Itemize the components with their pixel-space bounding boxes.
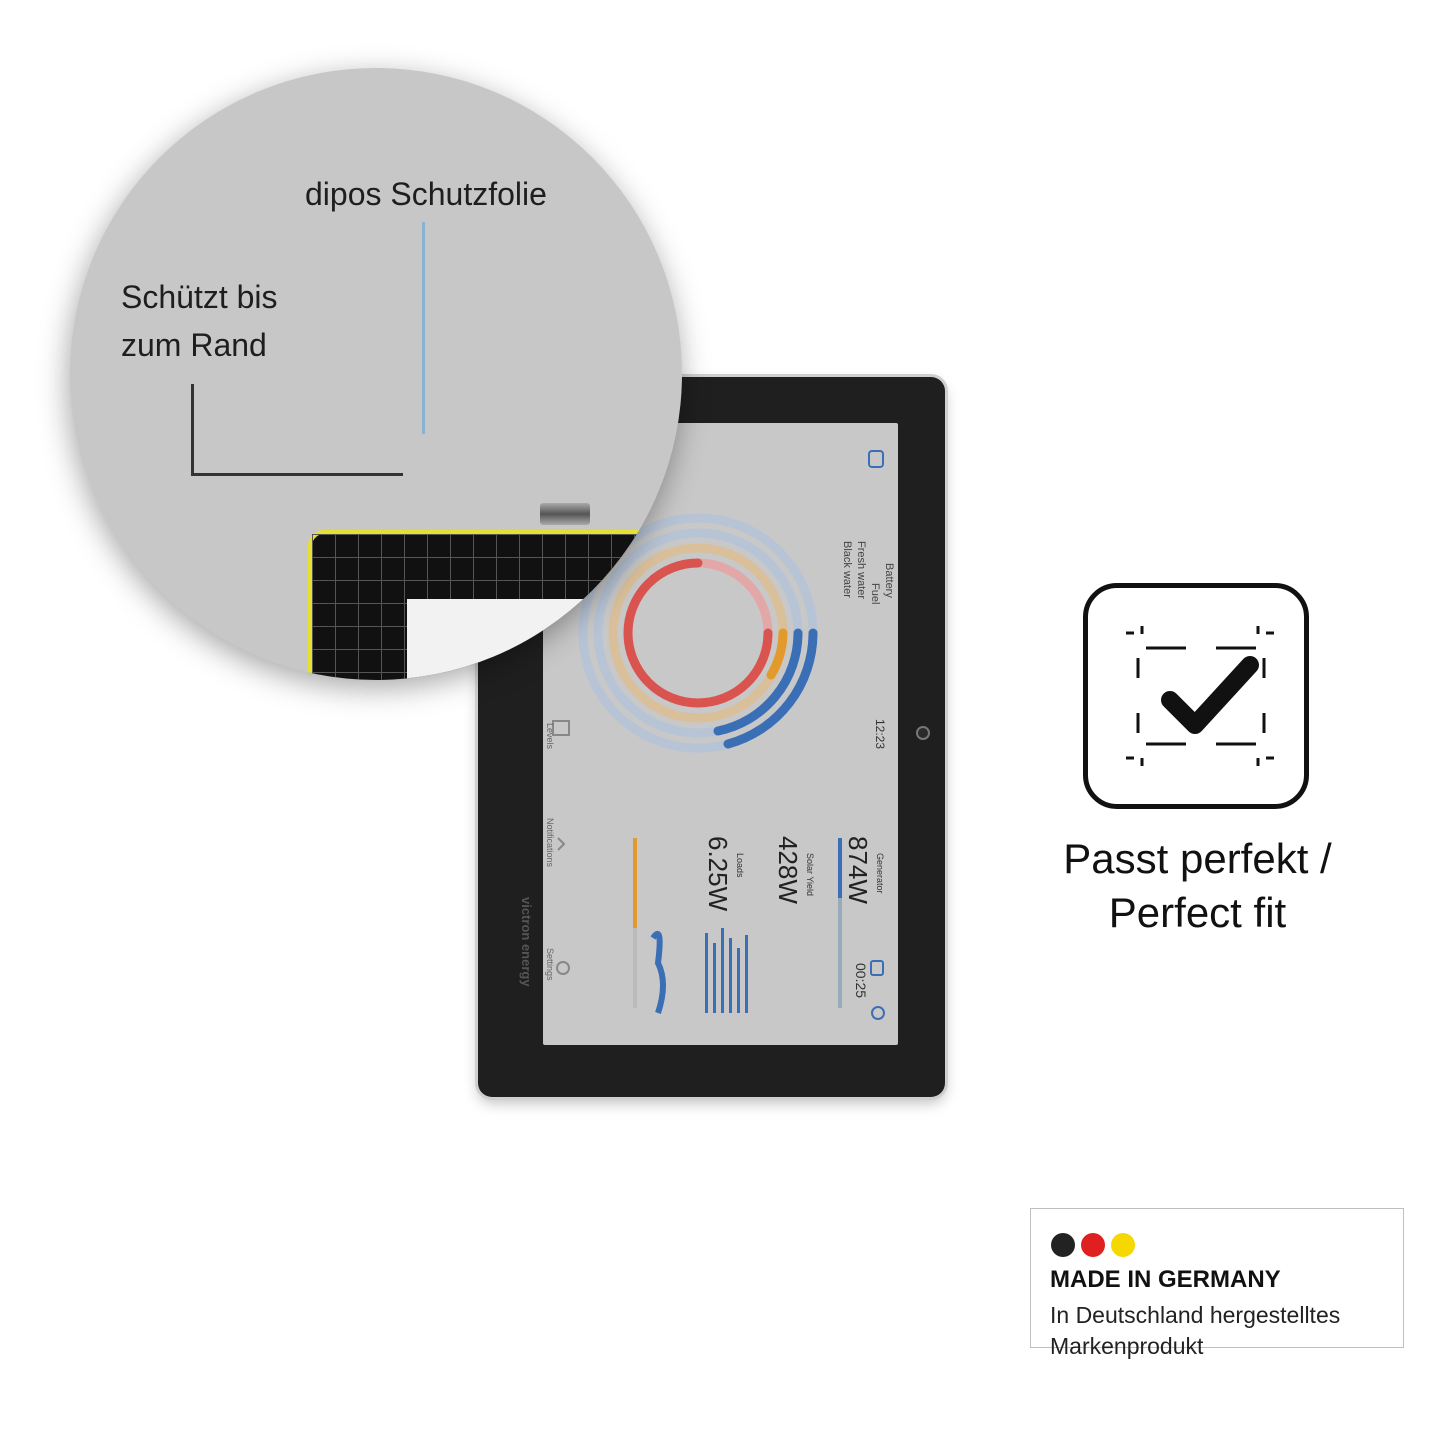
tank-label-black-wrap: Black water bbox=[841, 541, 853, 598]
front-camera bbox=[916, 726, 930, 740]
flag-dot-black bbox=[1051, 1233, 1075, 1257]
callout-label-edge: Schützt bis zum Rand bbox=[121, 273, 278, 369]
badge-line2: Markenprodukt bbox=[1050, 1333, 1204, 1359]
tank-labels: Battery bbox=[883, 563, 895, 598]
frame-side-dashes bbox=[1136, 658, 1266, 733]
fit-caption-line2: Perfect fit bbox=[1108, 889, 1287, 936]
screen-corner-closeup bbox=[308, 530, 682, 680]
loads-bar-fill bbox=[633, 838, 637, 928]
solar-histogram bbox=[705, 928, 748, 1013]
tank-label-fuel: Fuel bbox=[869, 583, 881, 605]
badge-title: MADE IN GERMANY bbox=[1050, 1266, 1281, 1293]
ring-fuel-fill bbox=[713, 628, 803, 736]
tank-label-fuel-wrap: Fuel bbox=[869, 583, 881, 604]
check-frame-svg bbox=[1126, 626, 1274, 766]
made-in-germany-badge: MADE IN GERMANY In Deutschland hergestel… bbox=[1030, 1208, 1404, 1359]
mount-clip bbox=[540, 503, 590, 525]
checkmark bbox=[1161, 656, 1259, 734]
corner-ticks bbox=[1126, 626, 1274, 766]
check-frame-icon bbox=[1083, 583, 1309, 809]
badge-line1: In Deutschland hergestelltes bbox=[1050, 1302, 1341, 1328]
flag-dot-gold bbox=[1111, 1233, 1135, 1257]
generator-timer: 00:25 bbox=[853, 963, 869, 999]
callout-label-edge-line1: Schützt bis bbox=[121, 279, 278, 315]
generator-value: 874W bbox=[843, 836, 873, 904]
clock: 12:23 bbox=[873, 719, 887, 750]
settings-icon bbox=[556, 961, 570, 975]
fit-caption-line1: Passt perfekt / bbox=[1063, 835, 1332, 882]
flag-dot-red bbox=[1081, 1233, 1105, 1257]
ring-fresh-fill bbox=[766, 628, 788, 680]
callout-line-vertical bbox=[422, 222, 425, 434]
nav-levels[interactable]: Levels bbox=[545, 723, 555, 750]
solar-value: 428W bbox=[773, 836, 803, 904]
solar-label: Solar Yield bbox=[805, 853, 815, 897]
nav-notifications[interactable]: Notifications bbox=[545, 818, 555, 868]
status-icon-bottom bbox=[871, 1006, 885, 1020]
tank-label-fresh-wrap: Fresh water bbox=[855, 541, 867, 599]
notifications-icon bbox=[557, 837, 566, 851]
loads-sparkline bbox=[650, 930, 666, 1014]
generator-label: Generator bbox=[875, 853, 885, 894]
fit-caption: Passt perfekt / Perfect fit bbox=[1020, 832, 1375, 940]
ring-battery-fill bbox=[723, 628, 818, 749]
tank-label-fresh: Fresh water bbox=[855, 541, 867, 600]
loads-label: Loads bbox=[735, 853, 745, 878]
callout-label-edge-line2: zum Rand bbox=[121, 327, 267, 363]
generator-bar-track bbox=[838, 838, 842, 1008]
brand-logo-text: victron energy bbox=[519, 897, 534, 987]
callout-line-elbow bbox=[191, 384, 403, 476]
loads-value: 6.25W bbox=[703, 836, 733, 912]
callout-label-film: dipos Schutzfolie bbox=[305, 176, 547, 212]
status-icon-top bbox=[868, 450, 884, 468]
tank-label-black: Black water bbox=[841, 541, 853, 598]
status-icon-mid bbox=[870, 960, 884, 976]
levels-icon bbox=[552, 720, 570, 736]
protector-film-edge bbox=[407, 599, 682, 680]
badge-subtitle: In Deutschland hergestelltes Markenprodu… bbox=[1050, 1300, 1340, 1362]
generator-bar-fill bbox=[838, 838, 842, 898]
zoom-callout: dipos Schutzfolie Schützt bis zum Rand bbox=[70, 68, 682, 680]
tank-label-battery: Battery bbox=[883, 563, 895, 598]
nav-settings[interactable]: Settings bbox=[545, 948, 555, 981]
